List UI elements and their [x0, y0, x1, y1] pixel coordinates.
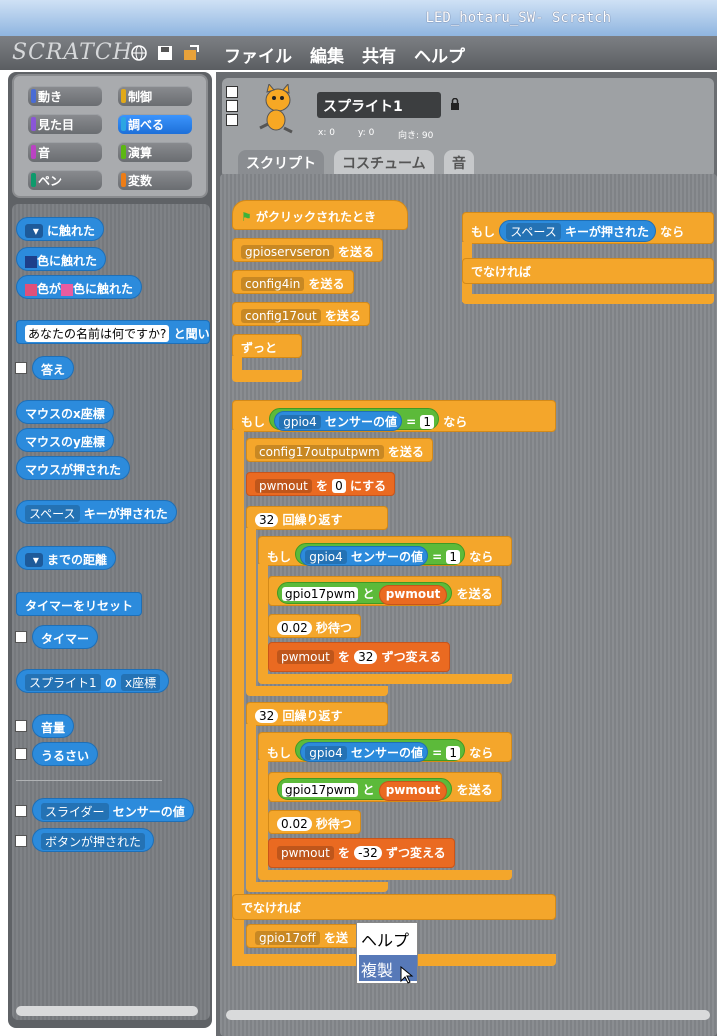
set-variable-block[interactable]: pwmout を 0 にする	[246, 472, 396, 496]
category-pen[interactable]: ペン	[28, 170, 102, 190]
context-menu-help[interactable]: ヘルプ	[361, 931, 410, 950]
tab-scripts[interactable]: スクリプト	[238, 150, 324, 174]
of-block[interactable]: スプライト1 の x座標	[16, 669, 170, 693]
if-else-block-2[interactable]: もし スペース キーが押された なら	[462, 212, 714, 244]
window-title: LED_hotaru_SW- Scratch	[425, 10, 611, 26]
share-icon[interactable]	[182, 44, 200, 62]
repeat-2-foot	[246, 882, 388, 892]
menu-edit[interactable]: 編集	[310, 47, 344, 67]
forever-block[interactable]: ずっと	[232, 334, 302, 358]
broadcast-block-1[interactable]: gpioservseron を送る	[232, 238, 384, 262]
timer-block[interactable]: タイマー	[32, 625, 99, 649]
rotation-style-buttons[interactable]	[226, 86, 240, 130]
lock-icon[interactable]	[450, 97, 460, 110]
loud-checkbox[interactable]	[15, 748, 27, 760]
broadcast-join-block-1[interactable]: gpio17pwm と pwmout を送る	[268, 576, 502, 606]
mouse-cursor-icon	[400, 965, 414, 984]
window-title-bar: LED_hotaru_SW- Scratch	[0, 0, 717, 36]
category-looks[interactable]: 見た目	[28, 114, 102, 134]
tab-sounds[interactable]: 音	[444, 150, 474, 174]
sprite-name-field[interactable]: スプライト1	[317, 92, 441, 118]
repeat-block-2[interactable]: 32 回繰り返す	[246, 702, 388, 726]
category-sound[interactable]: 音	[28, 142, 102, 162]
category-operators[interactable]: 演算	[118, 142, 192, 162]
button-pressed-block[interactable]: ボタンが押された	[32, 828, 155, 852]
sprite-direction: 向き: 90	[398, 131, 434, 141]
scratch-logo: SCRATCH	[12, 40, 133, 65]
sprite-thumbnail	[254, 82, 300, 134]
category-variables[interactable]: 変数	[118, 170, 192, 190]
flip-icon[interactable]	[226, 100, 238, 112]
broadcast-block-2[interactable]: config4in を送る	[232, 270, 354, 294]
loudness-block[interactable]: 音量	[32, 714, 75, 738]
reset-timer-block[interactable]: タイマーをリセット	[16, 592, 143, 616]
sprite-x: x: 0	[318, 128, 335, 138]
save-icon[interactable]	[156, 44, 174, 62]
mouse-y-block[interactable]: マウスのy座標	[16, 428, 114, 452]
sprite-y: y: 0	[358, 128, 375, 138]
change-variable-block-2[interactable]: pwmout を -32 ずつ変える	[268, 838, 455, 868]
timer-checkbox[interactable]	[15, 631, 27, 643]
tab-costumes[interactable]: コスチューム	[334, 150, 434, 174]
wait-block-2[interactable]: 0.02 秒待つ	[268, 810, 361, 834]
color-touching-color-block[interactable]: 色が色に触れた	[16, 275, 143, 299]
category-sensing[interactable]: 調べる	[118, 114, 192, 134]
key-pressed-block[interactable]: スペース キーが押された	[16, 500, 177, 524]
script-area-scrollbar[interactable]	[226, 1010, 710, 1020]
repeat-block-1[interactable]: 32 回繰り返す	[246, 506, 388, 530]
category-motion[interactable]: 動き	[28, 86, 102, 106]
if-block-2[interactable]: もし gpio4 センサーの値 = 1 なら	[258, 732, 512, 762]
loudness-checkbox[interactable]	[15, 720, 27, 732]
else-label: でなければ	[232, 894, 556, 920]
answer-checkbox[interactable]	[15, 362, 27, 374]
globe-icon[interactable]	[130, 44, 148, 62]
distance-block[interactable]: ▾ までの距離	[16, 546, 117, 570]
repeat-1-rail	[246, 528, 256, 688]
if-2-foot	[258, 870, 512, 880]
touching-block[interactable]: ▾ に触れた	[16, 217, 105, 241]
change-variable-block-1[interactable]: pwmout を 32 ずつ変える	[268, 642, 451, 672]
ask-block[interactable]: あなたの名前は何ですか? と聞い	[16, 320, 210, 344]
palette-scrollbar[interactable]	[16, 1006, 198, 1016]
answer-block[interactable]: 答え	[32, 356, 75, 380]
no-rotate-icon[interactable]	[226, 114, 238, 126]
palette-divider	[16, 780, 162, 781]
if-1-foot	[258, 674, 512, 684]
when-flag-clicked-block[interactable]: ⚑ がクリックされたとき	[232, 200, 408, 230]
else-label-2: でなければ	[462, 258, 714, 284]
mouse-x-block[interactable]: マウスのx座標	[16, 400, 114, 424]
repeat-2-rail	[246, 724, 256, 888]
forever-block-foot	[232, 370, 302, 382]
touching-color-block[interactable]: 色に触れた	[16, 247, 107, 271]
sensor-checkbox[interactable]	[15, 805, 27, 817]
broadcast-block-5[interactable]: gpio17off を送	[246, 924, 372, 948]
broadcast-join-block-2[interactable]: gpio17pwm と pwmout を送る	[268, 772, 502, 802]
sensor-value-block[interactable]: スライダー センサーの値	[32, 798, 194, 822]
if-else-2-foot	[462, 294, 714, 304]
button-pressed-checkbox[interactable]	[15, 835, 27, 847]
menu-share[interactable]: 共有	[362, 47, 396, 67]
if-2-rail	[258, 760, 268, 876]
repeat-1-foot	[246, 686, 388, 696]
if-1-rail	[258, 564, 268, 676]
context-menu-duplicate[interactable]: 複製	[359, 955, 417, 981]
mouse-down-block[interactable]: マウスが押された	[16, 456, 131, 480]
category-control[interactable]: 制御	[118, 86, 192, 106]
forever-block-arm	[232, 356, 242, 372]
if-else-block[interactable]: もし gpio4 センサーの値 = 1 なら	[232, 400, 556, 432]
broadcast-block-3[interactable]: config17out を送る	[232, 302, 370, 326]
broadcast-block-4[interactable]: config17outputpwm を送る	[246, 438, 433, 462]
rotate-icon[interactable]	[226, 86, 238, 98]
if-block-1[interactable]: もし gpio4 センサーの値 = 1 なら	[258, 536, 512, 566]
green-flag-icon: ⚑	[241, 210, 252, 224]
menu-file[interactable]: ファイル	[224, 47, 292, 67]
menu-bar	[0, 36, 717, 70]
if-else-left-rail	[232, 430, 244, 966]
wait-block-1[interactable]: 0.02 秒待つ	[268, 614, 361, 638]
menu-help[interactable]: ヘルプ	[414, 47, 465, 67]
loud-block[interactable]: うるさい	[32, 742, 99, 766]
context-menu: ヘルプ 複製	[356, 922, 418, 984]
